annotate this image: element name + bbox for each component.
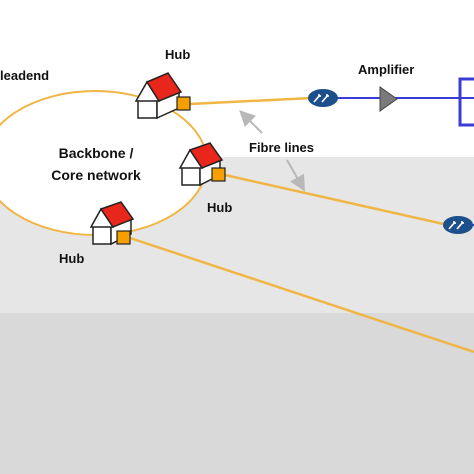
fibre-arrow-up [239, 110, 263, 134]
background-band-bottom [0, 313, 474, 474]
fibre-lines-label: Fibre lines [249, 140, 315, 155]
hub-bottom-icon [89, 201, 135, 246]
hub-bottom-label: Hub [59, 251, 85, 266]
fibre-arrow-down [286, 159, 305, 192]
coax-box [458, 77, 474, 127]
hub-top-icon [134, 72, 191, 120]
hub-middle-label: Hub [207, 200, 233, 215]
core-network-label: Backbone / Core network [51, 145, 141, 183]
amplifier-icon [379, 86, 398, 112]
amplifier-label: Amplifier [358, 62, 415, 77]
fibre-line-mid [224, 173, 449, 227]
optical-node-top-icon [308, 89, 338, 107]
fibre-line-bot [129, 236, 474, 354]
headend-label: leadend [0, 68, 50, 83]
hub-top-label: Hub [165, 47, 191, 62]
optical-node-right-icon [443, 216, 473, 234]
fibre-line-top [189, 96, 313, 106]
hub-middle-icon [178, 142, 226, 187]
